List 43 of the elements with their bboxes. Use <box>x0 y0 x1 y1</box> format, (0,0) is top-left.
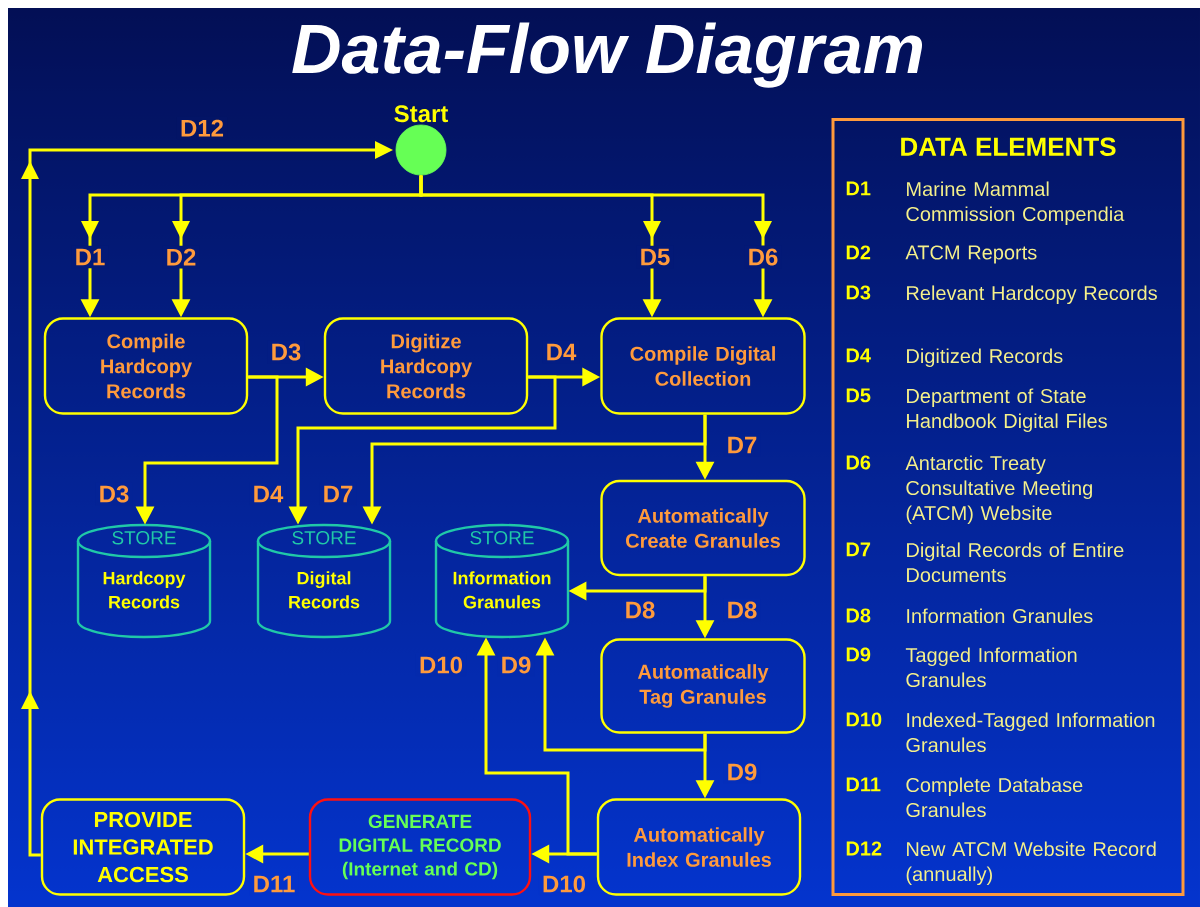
title: Data-Flow Diagram <box>292 22 923 88</box>
element-code: D3 <box>846 285 871 300</box>
process-box: PROVIDE INTEGRATED ACCESS <box>40 798 246 896</box>
process-box: Compile Digital Collection <box>600 317 806 415</box>
edge-label: D3 <box>267 340 305 364</box>
element-description: Marine Mammal Commission Compendia <box>906 181 1125 226</box>
element-code: D6 <box>846 455 871 470</box>
node-label: Information Granules <box>453 571 551 609</box>
process-box: Automatically Index Granules <box>596 798 802 896</box>
element-code: D12 <box>846 841 882 856</box>
element-description: Digital Records of Entire Documents <box>907 542 1124 583</box>
element-code: D4 <box>846 348 871 363</box>
element-description: Antarctic Treaty Consultative Meeting (ATCM) Website <box>905 455 1092 525</box>
element-code: D10 <box>846 712 882 727</box>
element-description: Relevant Hardcopy Records <box>907 285 1157 305</box>
element-description: Department of State Handbook Digital Files <box>907 388 1107 432</box>
arrow <box>21 141 393 857</box>
element-code: D9 <box>846 647 871 662</box>
element-description: New ATCM Website Record (annually) <box>906 841 1156 886</box>
process-box: Digitize Hardcopy Records <box>323 317 529 415</box>
process-box: Automatically Tag Granules <box>600 638 806 734</box>
store-cylinder: STORE Hardcopy Records <box>76 523 212 639</box>
process-box: GENERATE DIGITAL RECORD (Internet and CD) <box>308 798 532 896</box>
process-box: Compile Hardcopy Records <box>43 317 249 415</box>
store-cylinder: STORE Digital Records <box>256 523 392 639</box>
edge-label: D3 <box>95 482 133 506</box>
node-label: Digital Records <box>289 571 360 609</box>
store-cylinder: STORE Information Granules <box>434 523 570 639</box>
element-description: Digitized Records <box>907 348 1063 368</box>
element-description: Information Granules <box>907 608 1093 624</box>
element-description: Complete Database Granules <box>906 777 1083 818</box>
node-label: Hardcopy Records <box>103 571 186 609</box>
element-description: Tagged Information Granules <box>905 647 1077 688</box>
process-box: Automatically Create Granules <box>600 479 806 577</box>
element-code: D2 <box>846 245 871 260</box>
element-code: D11 <box>846 777 881 792</box>
element-code: D1 <box>846 181 871 196</box>
element-code: D5 <box>846 388 871 403</box>
node-label: Start <box>394 105 449 123</box>
element-code: D7 <box>846 542 871 557</box>
element-code: D8 <box>846 608 871 623</box>
element-description: Indexed-Tagged Information Granules <box>906 712 1155 753</box>
element-description: ATCM Reports <box>905 245 1037 264</box>
